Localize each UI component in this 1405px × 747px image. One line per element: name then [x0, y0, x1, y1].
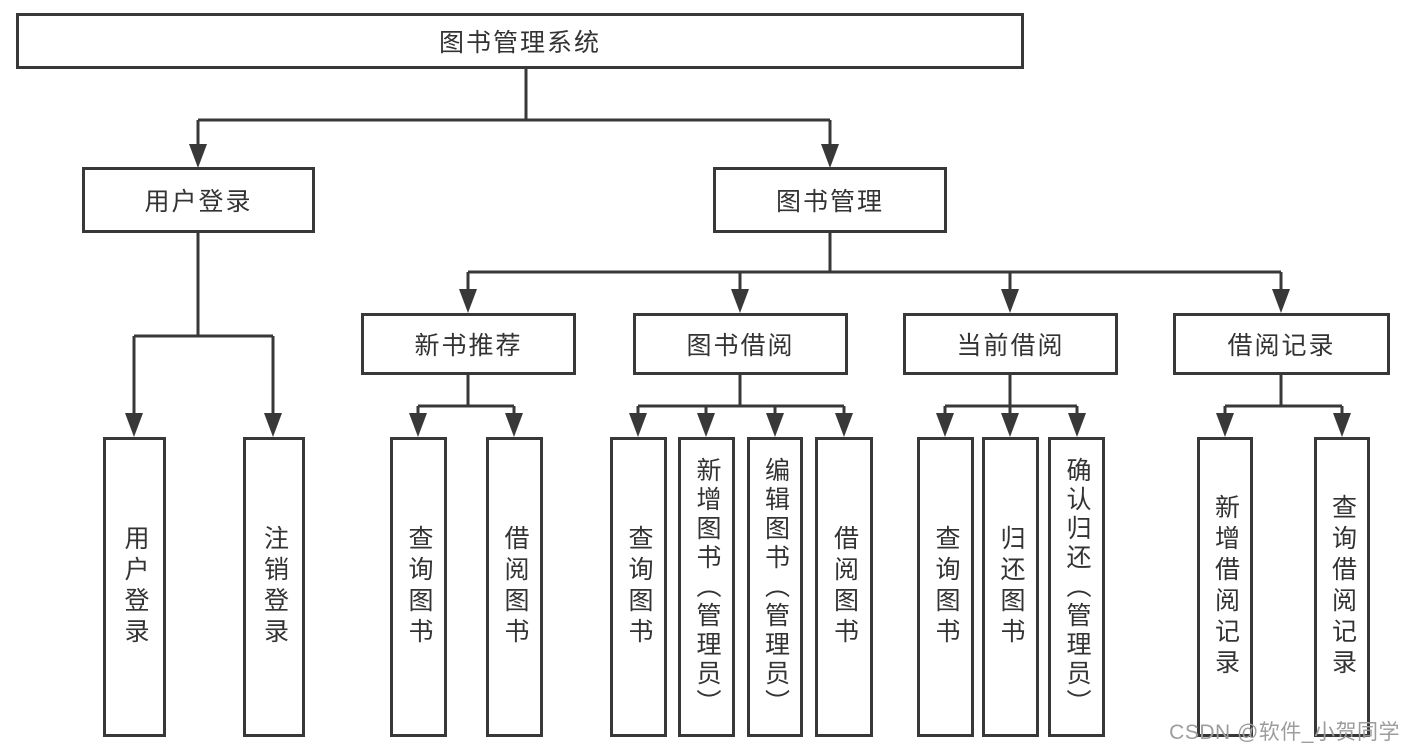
leaf-return-book: 归还图书 [982, 437, 1039, 737]
connector-newbookrec-to-leaves [416, 375, 516, 415]
leaf-borrow-book: 借阅图书 [815, 437, 873, 737]
node-book-management: 图书管理 [713, 167, 947, 233]
leaf-query-book-under-current: 查询图书 [917, 437, 974, 737]
leaf-query-book-current-label: 查询图书 [932, 525, 960, 649]
node-borrowing-records-label: 借阅记录 [1227, 332, 1336, 360]
leaf-borrow-book-rec-label: 借阅图书 [501, 525, 529, 649]
node-new-book-recommendation-label: 新书推荐 [414, 332, 523, 360]
node-book-borrowing-label: 图书借阅 [686, 332, 795, 360]
leaf-query-book-rec-label: 查询图书 [405, 525, 433, 649]
csdn-watermark: CSDN @软件_小贺同学 [1169, 721, 1400, 744]
connector-root-to-level2 [196, 69, 832, 146]
leaf-logout-login-label: 注销登录 [260, 525, 289, 649]
node-book-management-label: 图书管理 [775, 188, 884, 216]
node-root-label: 图书管理系统 [438, 29, 601, 57]
connector-bookmgmt-to-level3 [466, 233, 1283, 291]
node-user-login: 用户登录 [82, 167, 315, 233]
leaf-user-login-label: 用户登录 [121, 525, 149, 649]
connector-userlogin-to-leaves [132, 233, 275, 415]
node-user-login-label: 用户登录 [144, 188, 253, 216]
leaf-query-book-under-borrowing: 查询图书 [610, 437, 667, 737]
leaf-return-book-label: 归还图书 [997, 525, 1025, 649]
connector-bookborrow-to-leaves [636, 375, 846, 415]
node-current-borrowing: 当前借阅 [903, 313, 1118, 375]
leaf-query-book-under-recommendation: 查询图书 [390, 437, 447, 737]
connector-currentborrow-to-leaves [943, 375, 1079, 415]
leaf-query-borrow-record: 查询借阅记录 [1314, 437, 1370, 737]
leaf-add-book-label: 新增图书（管理员） [693, 456, 721, 718]
leaf-query-book-borrow-label: 查询图书 [625, 525, 653, 649]
leaf-add-borrow-record: 新增借阅记录 [1197, 437, 1253, 737]
leaf-edit-book-label: 编辑图书（管理员） [761, 456, 790, 718]
node-borrowing-records: 借阅记录 [1173, 313, 1390, 375]
leaf-add-borrow-record-label: 新增借阅记录 [1211, 494, 1240, 680]
connector-borrowrecords-to-leaves [1223, 375, 1344, 415]
leaf-confirm-return-admin: 确认归还（管理员） [1048, 437, 1105, 737]
node-root: 图书管理系统 [16, 13, 1024, 69]
leaf-confirm-return-label: 确认归还（管理员） [1063, 456, 1091, 718]
node-new-book-recommendation: 新书推荐 [361, 313, 576, 375]
leaf-add-book-admin: 新增图书（管理员） [678, 437, 735, 737]
leaf-user-login: 用户登录 [103, 437, 166, 737]
leaf-query-borrow-record-label: 查询借阅记录 [1328, 494, 1357, 680]
leaf-borrow-book-label: 借阅图书 [830, 525, 859, 649]
node-book-borrowing: 图书借阅 [633, 313, 848, 375]
leaf-borrow-book-under-recommendation: 借阅图书 [486, 437, 543, 737]
leaf-logout-login: 注销登录 [243, 437, 305, 737]
leaf-edit-book-admin: 编辑图书（管理员） [747, 437, 803, 737]
node-current-borrowing-label: 当前借阅 [956, 332, 1065, 360]
